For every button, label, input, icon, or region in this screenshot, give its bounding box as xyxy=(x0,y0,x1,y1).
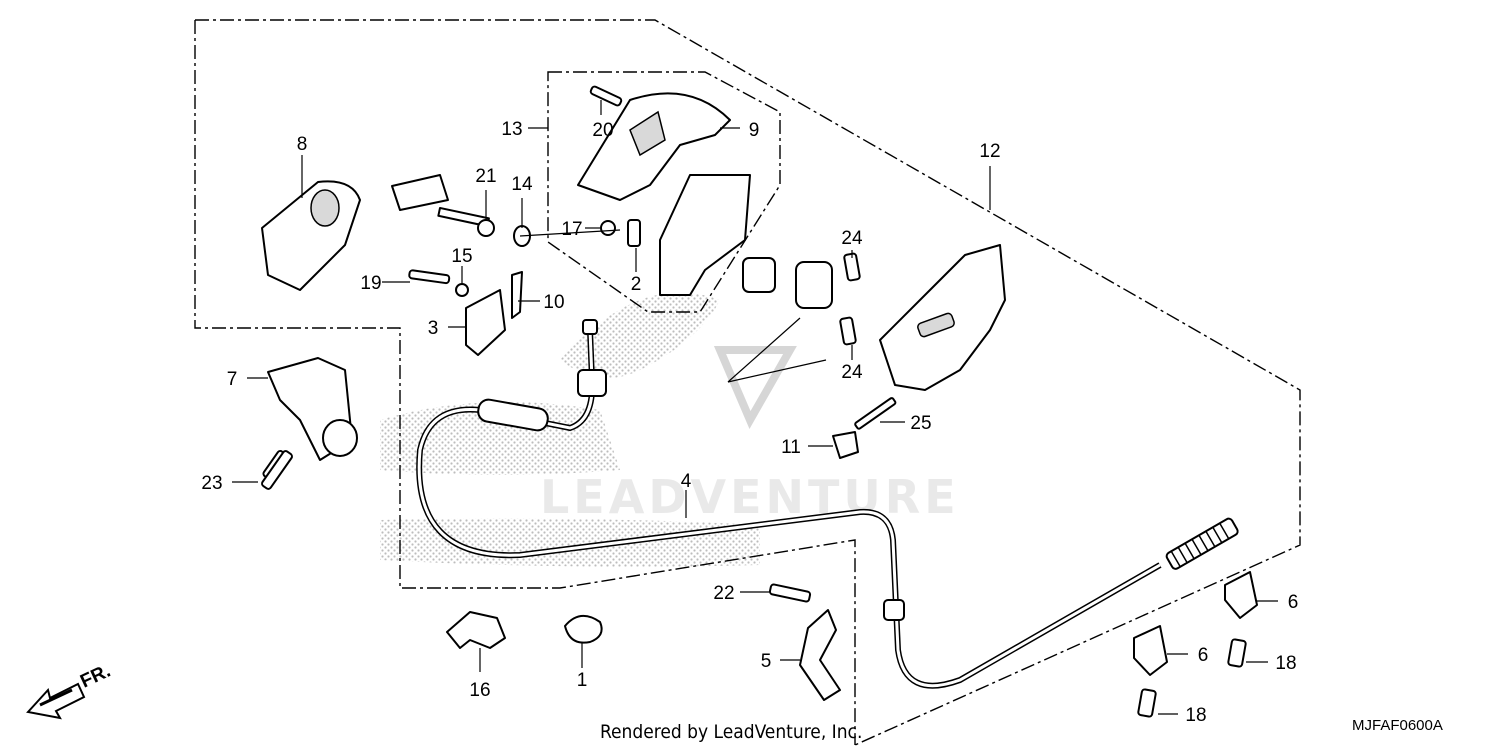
callout-16[interactable]: 16 xyxy=(469,680,490,701)
callout-3[interactable]: 3 xyxy=(428,318,439,339)
render-credit: Rendered by LeadVenture, Inc. xyxy=(600,721,862,743)
part-16-clamp[interactable] xyxy=(446,611,506,649)
callout-22[interactable]: 22 xyxy=(713,583,734,604)
callout-18-lower[interactable]: 18 xyxy=(1185,705,1206,726)
callout-7[interactable]: 7 xyxy=(227,369,238,390)
callout-18-upper[interactable]: 18 xyxy=(1275,653,1296,674)
callout-2[interactable]: 2 xyxy=(631,274,642,295)
part-1-clamp[interactable] xyxy=(564,615,603,644)
callout-24-bottom[interactable]: 24 xyxy=(841,362,863,383)
part-11-clip[interactable] xyxy=(832,431,859,459)
part-23-bolt[interactable] xyxy=(261,450,293,490)
leader-lines xyxy=(232,100,1278,715)
callout-15[interactable]: 15 xyxy=(451,246,472,267)
callout-10[interactable]: 10 xyxy=(543,292,564,313)
callout-17[interactable]: 17 xyxy=(561,219,582,240)
part-22-bolt[interactable] xyxy=(768,583,812,603)
callouts: 8 13 20 9 21 14 17 2 19 15 10 3 12 24 24… xyxy=(201,119,1298,726)
callout-14[interactable]: 14 xyxy=(511,174,533,195)
part-6-holders[interactable] xyxy=(1133,571,1258,718)
callout-6-upper[interactable]: 6 xyxy=(1288,592,1299,613)
callout-12[interactable]: 12 xyxy=(979,141,1000,162)
control-cable xyxy=(416,319,1239,689)
part-13-handle[interactable] xyxy=(577,85,731,201)
part-25-pin[interactable] xyxy=(854,397,897,430)
callout-23[interactable]: 23 xyxy=(201,473,222,494)
front-direction-indicator: FR. xyxy=(26,661,114,720)
direction-arrow-icon xyxy=(26,682,86,720)
callout-11[interactable]: 11 xyxy=(781,437,801,458)
watermark: LEADVENTURE xyxy=(380,292,960,567)
part-8-cover[interactable] xyxy=(261,180,361,291)
callout-25[interactable]: 25 xyxy=(910,413,931,434)
part-5-stay[interactable] xyxy=(799,609,841,701)
assembly-frames xyxy=(194,19,1301,746)
part-21-14-washers[interactable] xyxy=(391,174,531,247)
direction-label: FR. xyxy=(77,661,114,693)
callout-19[interactable]: 19 xyxy=(360,273,381,294)
part-24-springs[interactable] xyxy=(742,252,861,346)
part-2-lever-base[interactable] xyxy=(600,174,751,296)
drawing-code: MJFAF0600A xyxy=(1352,717,1443,734)
callout-4[interactable]: 4 xyxy=(681,471,692,492)
callout-24-top[interactable]: 24 xyxy=(841,228,863,249)
callout-13[interactable]: 13 xyxy=(501,119,522,140)
callout-8[interactable]: 8 xyxy=(297,134,308,155)
part-3-switch[interactable] xyxy=(408,269,523,356)
callout-20[interactable]: 20 xyxy=(592,120,613,141)
callout-21[interactable]: 21 xyxy=(475,166,496,187)
part-12-lock-body[interactable] xyxy=(879,244,1006,391)
watermark-text: LEADVENTURE xyxy=(540,470,960,524)
callout-1[interactable]: 1 xyxy=(577,670,588,691)
callout-6-lower[interactable]: 6 xyxy=(1198,645,1209,666)
callout-9[interactable]: 9 xyxy=(749,120,760,141)
callout-5[interactable]: 5 xyxy=(761,651,772,672)
